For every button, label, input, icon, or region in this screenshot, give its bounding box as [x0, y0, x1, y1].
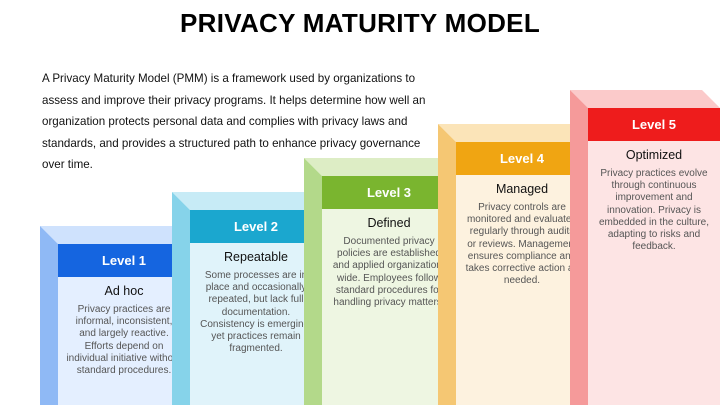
- level-description-2: Some processes are in place and occasion…: [200, 270, 312, 355]
- step-side-4: [438, 124, 456, 405]
- step-side-1: [40, 226, 58, 405]
- level-name-3: Defined: [367, 216, 411, 230]
- step-top-5: [570, 90, 720, 108]
- step-top-4: [438, 124, 588, 142]
- level-badge-1: Level 1: [58, 244, 190, 277]
- step-face-4: Level 4 Managed Privacy controls are mon…: [456, 142, 588, 405]
- step-face-5: Level 5 Optimized Privacy practices evol…: [588, 108, 720, 405]
- step-side-3: [304, 158, 322, 405]
- step-face-2: Level 2 Repeatable Some processes are in…: [190, 210, 322, 405]
- level-badge-3: Level 3: [322, 176, 456, 209]
- level-name-1: Ad hoc: [104, 284, 144, 298]
- level-description-5: Privacy practices evolve through continu…: [598, 168, 710, 253]
- step-top-2: [172, 192, 322, 210]
- step-top-1: [40, 226, 190, 244]
- step-side-5: [570, 90, 588, 405]
- page-title: PRIVACY MATURITY MODEL: [179, 8, 541, 38]
- level-badge-2: Level 2: [190, 210, 322, 243]
- step-side-2: [172, 192, 190, 405]
- level-description-4: Privacy controls are monitored and evalu…: [465, 202, 579, 287]
- level-badge-4: Level 4: [456, 142, 588, 175]
- level-description-1: Privacy practices are informal, inconsis…: [66, 304, 182, 377]
- step-face-1: Level 1 Ad hoc Privacy practices are inf…: [58, 244, 190, 405]
- step-face-3: Level 3 Defined Documented privacy polic…: [322, 176, 456, 405]
- level-badge-5: Level 5: [588, 108, 720, 141]
- level-name-2: Repeatable: [224, 250, 288, 264]
- level-name-5: Optimized: [625, 148, 683, 162]
- intro-paragraph: A Privacy Maturity Model (PMM) is a fram…: [42, 72, 426, 171]
- level-description-3: Documented privacy policies are establis…: [332, 236, 446, 309]
- level-name-4: Managed: [495, 182, 549, 196]
- step-top-3: [304, 158, 456, 176]
